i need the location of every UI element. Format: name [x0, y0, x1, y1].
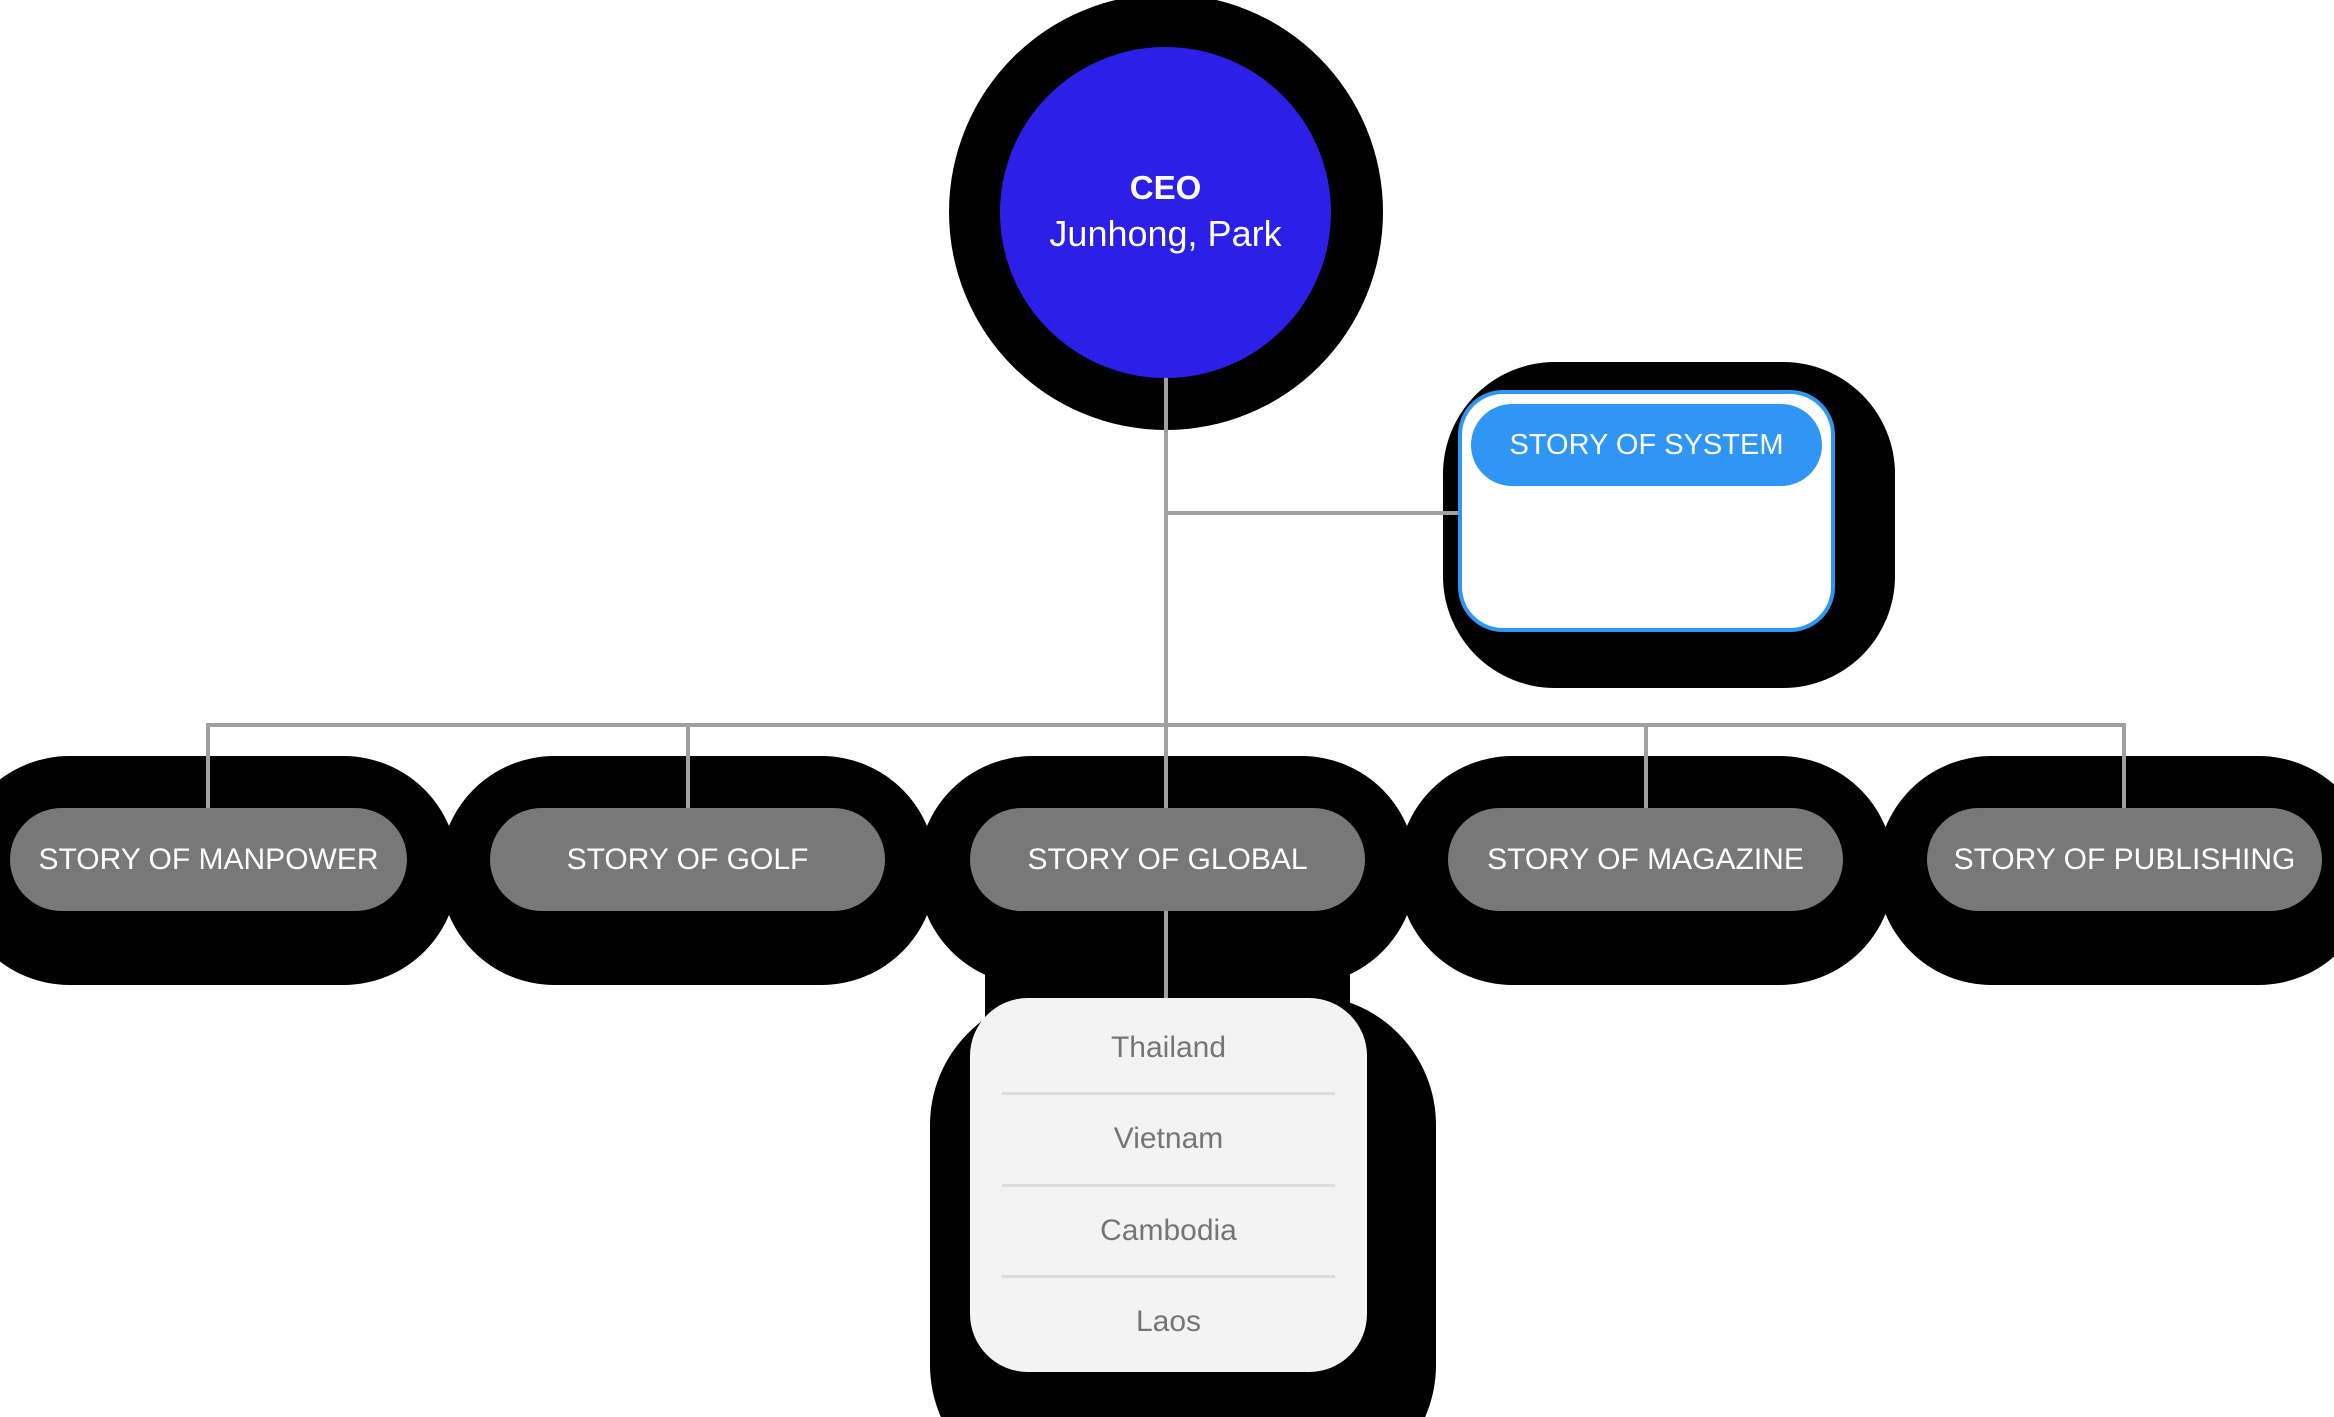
dept-pill-magazine[interactable]: STORY OF MAGAZINE: [1448, 808, 1843, 911]
dept-label-publishing: STORY OF PUBLISHING: [1953, 842, 2296, 876]
connector-distributor: [206, 723, 2126, 727]
list-item-thailand[interactable]: Thailand: [1002, 1004, 1335, 1092]
ceo-name: Junhong, Park: [1049, 212, 1282, 254]
connector-branch-system: [1164, 511, 1462, 515]
list-item-label: Laos: [1135, 1304, 1202, 1338]
system-node-card[interactable]: STORY OF SYSTEM: [1458, 390, 1835, 632]
connector-drop-publishing: [2122, 723, 2126, 811]
connector-global-to-list: [1164, 909, 1168, 1001]
list-item-cambodia[interactable]: Cambodia: [1002, 1183, 1335, 1275]
ceo-node[interactable]: CEO Junhong, Park: [1000, 47, 1331, 378]
list-item-label: Vietnam: [1113, 1122, 1224, 1156]
dept-pill-manpower[interactable]: STORY OF MANPOWER: [10, 808, 407, 911]
dept-label-global: STORY OF GLOBAL: [1027, 842, 1308, 876]
list-item-label: Cambodia: [1100, 1213, 1237, 1247]
dept-pill-publishing[interactable]: STORY OF PUBLISHING: [1927, 808, 2322, 911]
dept-label-magazine: STORY OF MAGAZINE: [1487, 842, 1804, 876]
ceo-title: CEO: [1129, 168, 1202, 206]
system-header-pill: STORY OF SYSTEM: [1471, 404, 1822, 486]
list-item-label: Thailand: [1110, 1031, 1227, 1065]
system-label: STORY OF SYSTEM: [1509, 428, 1784, 461]
dept-pill-global[interactable]: STORY OF GLOBAL: [970, 808, 1365, 911]
connector-drop-golf: [686, 723, 690, 811]
connector-ceo-trunk: [1164, 370, 1168, 811]
connector-drop-manpower: [206, 723, 210, 811]
dept-label-golf: STORY OF GOLF: [566, 842, 809, 876]
dept-label-manpower: STORY OF MANPOWER: [38, 842, 379, 876]
list-item-vietnam[interactable]: Vietnam: [1002, 1092, 1335, 1183]
global-subsidiary-list: Thailand Vietnam Cambodia Laos: [970, 998, 1367, 1372]
list-item-laos[interactable]: Laos: [1002, 1274, 1335, 1366]
connector-drop-magazine: [1644, 723, 1648, 811]
dept-pill-golf[interactable]: STORY OF GOLF: [490, 808, 885, 911]
